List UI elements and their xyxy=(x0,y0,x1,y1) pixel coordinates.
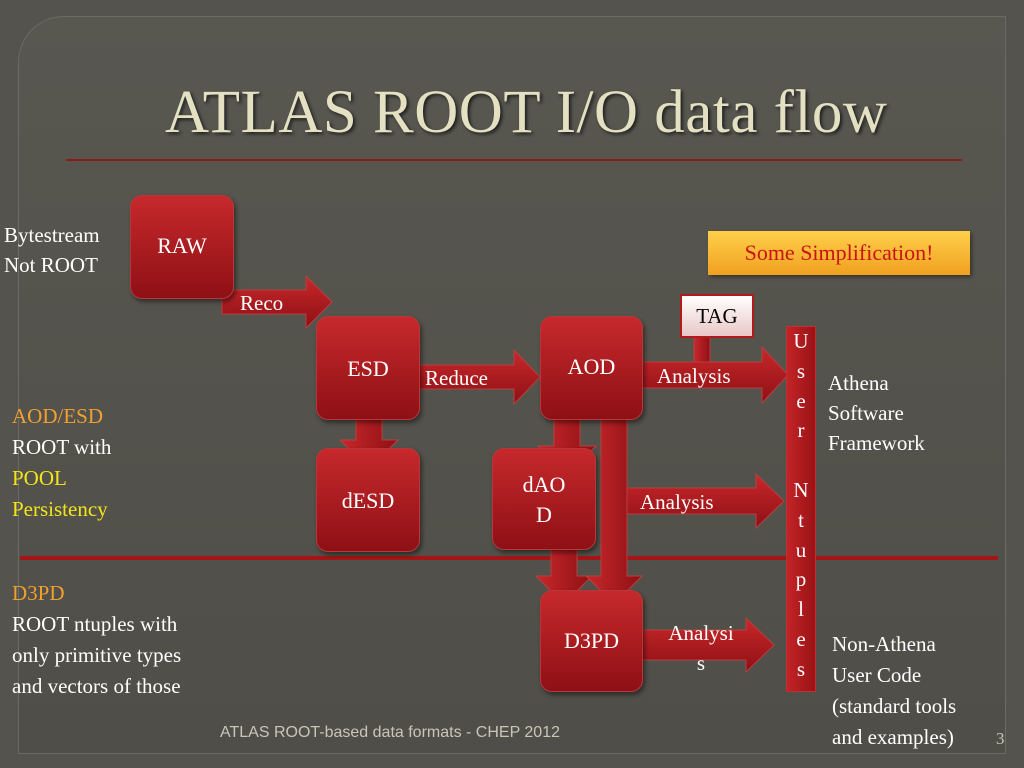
format-divider-line xyxy=(20,556,998,560)
non-athena-line3: (standard tools xyxy=(832,694,957,718)
user-ntuples-letter: s xyxy=(796,656,806,681)
slide-title: ATLAS ROOT I/O data flow xyxy=(165,79,888,146)
user-ntuples-letter: s xyxy=(796,358,806,383)
d3pd-heading: D3PD xyxy=(12,581,65,605)
d3pd-desc-line2: only primitive types xyxy=(12,643,182,667)
aod-esd-desc-line3: Persistency xyxy=(12,497,108,521)
tag-connector xyxy=(693,333,711,363)
aod-box: AOD xyxy=(540,316,643,420)
user-ntuples-letter: l xyxy=(798,597,804,622)
esd-box: ESD xyxy=(316,316,420,420)
non-athena-line4: and examples) xyxy=(832,725,954,749)
user-ntuples-letter: U xyxy=(793,329,809,353)
aod-analysis-label: Analysis xyxy=(657,364,731,388)
title-underline xyxy=(66,159,962,161)
raw-format-line2: Not ROOT xyxy=(4,253,98,277)
aod-label: AOD xyxy=(567,354,616,379)
user-ntuples-letter: u xyxy=(795,537,807,562)
daod-label-line2: D xyxy=(536,502,552,527)
reco-arrow xyxy=(221,274,333,330)
page-number: 3 xyxy=(996,729,1005,748)
user-ntuples-letter: t xyxy=(798,507,804,532)
desd-box: dESD xyxy=(316,448,420,552)
user-ntuples-letter: r xyxy=(797,418,805,443)
reco-label: Reco xyxy=(240,291,284,315)
desd-label: dESD xyxy=(341,488,395,513)
daod-label-line1: dAO xyxy=(522,472,566,497)
reduce-arrow xyxy=(417,348,541,406)
d3pd-desc-line1: ROOT ntuples with xyxy=(12,612,178,636)
user-ntuples-letter: e xyxy=(796,388,806,413)
slide-footer: ATLAS ROOT-based data formats - CHEP 201… xyxy=(220,724,560,741)
user-ntuples-letter: e xyxy=(796,627,806,651)
d3pd-analysis-arrow xyxy=(641,616,775,674)
athena-line2: Software xyxy=(828,401,904,425)
d3pd-box: D3PD xyxy=(540,590,643,692)
athena-line1: Athena xyxy=(828,371,889,395)
d3pd-desc-line3: and vectors of those xyxy=(12,674,181,698)
simplification-note: Some Simplification! xyxy=(708,231,970,275)
athena-line3: Framework xyxy=(828,431,925,455)
aod-analysis-arrow xyxy=(639,345,789,405)
non-athena-line2: User Code xyxy=(832,663,922,687)
tag-box: TAG xyxy=(680,294,754,338)
esd-label: ESD xyxy=(347,356,389,381)
aod-esd-heading: AOD/ESD xyxy=(12,404,104,428)
d3pd-label: D3PD xyxy=(563,628,619,653)
user-ntuples-letter: N xyxy=(793,478,809,502)
non-athena-line1: Non-Athena xyxy=(832,632,936,656)
raw-format-line1: Bytestream xyxy=(4,223,100,247)
reduce-label: Reduce xyxy=(425,366,488,390)
d3pd-analysis-label-line2: s xyxy=(696,651,706,675)
aod-esd-desc-line1: ROOT with xyxy=(12,435,112,459)
daod-analysis-arrow xyxy=(625,472,785,530)
raw-box: RAW xyxy=(130,195,234,299)
d3pd-analysis-label-line1: Analysi xyxy=(668,621,734,645)
daod-analysis-label: Analysis xyxy=(640,490,714,514)
raw-label: RAW xyxy=(157,233,207,258)
aod-esd-desc-line2: POOL xyxy=(12,466,67,490)
user-ntuples-letter: p xyxy=(795,567,807,592)
daod-box: dAO D xyxy=(492,448,596,550)
